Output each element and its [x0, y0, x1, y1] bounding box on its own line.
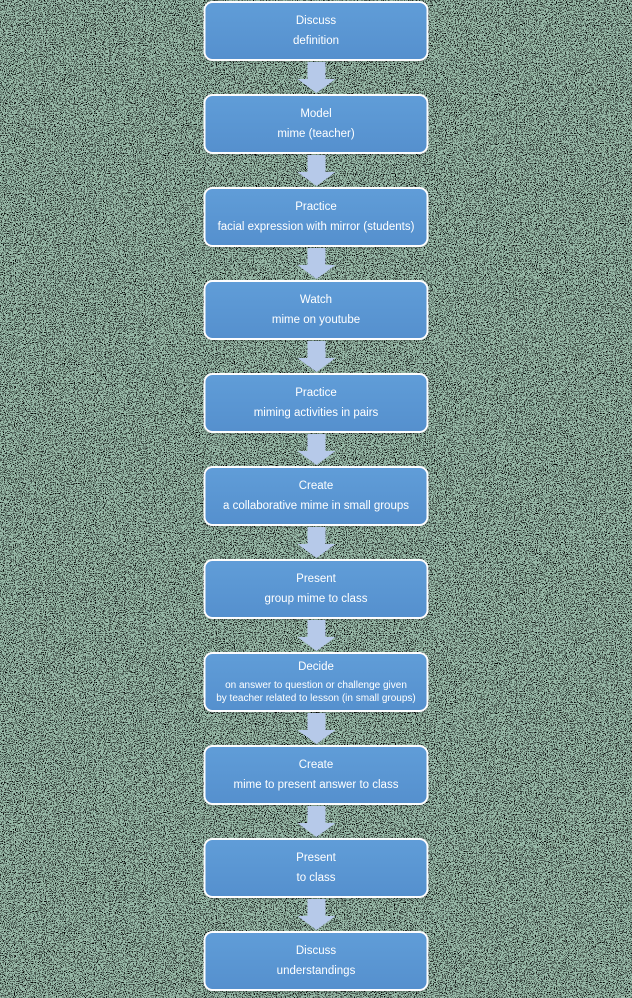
- step-body: miming activities in pairs: [253, 407, 379, 419]
- down-arrow-icon: [297, 527, 335, 558]
- flowchart-step-box: Create a collaborative mime in small gro…: [203, 466, 429, 526]
- down-arrow-icon: [297, 806, 335, 837]
- step-body: group mime to class: [264, 593, 368, 605]
- step-body: facial expression with mirror (students): [217, 221, 415, 233]
- step-heading: Decide: [298, 661, 334, 673]
- step-heading: Create: [298, 759, 334, 771]
- flowchart-step-box: Model mime (teacher): [203, 94, 429, 154]
- step-body: understandings: [276, 965, 356, 977]
- down-arrow-icon: [297, 620, 335, 651]
- step-body: mime (teacher): [277, 128, 355, 140]
- down-arrow-icon: [297, 899, 335, 930]
- flowchart-step-box: Present group mime to class: [203, 559, 429, 619]
- step-heading: Practice: [295, 387, 337, 399]
- step-heading: Create: [298, 480, 334, 492]
- down-arrow-icon: [297, 155, 335, 186]
- step-heading: Present: [296, 852, 336, 864]
- flowchart: Discuss definition Model mime (teacher) …: [203, 1, 429, 991]
- step-heading: Model: [300, 108, 332, 120]
- step-body: mime on youtube: [271, 314, 361, 326]
- step-body: on answer to question or challenge given…: [216, 680, 416, 704]
- down-arrow-icon: [297, 341, 335, 372]
- flowchart-step-box: Present to class: [203, 838, 429, 898]
- down-arrow-icon: [297, 434, 335, 465]
- step-body: definition: [292, 35, 340, 47]
- down-arrow-icon: [297, 62, 335, 93]
- flowchart-step-box: Practice facial expression with mirror (…: [203, 187, 429, 247]
- flowchart-step-box: Discuss definition: [203, 1, 429, 61]
- down-arrow-icon: [297, 713, 335, 744]
- flowchart-step-box: Create mime to present answer to class: [203, 745, 429, 805]
- step-heading: Practice: [295, 201, 337, 213]
- flowchart-step-box: Decide on answer to question or challeng…: [203, 652, 429, 712]
- step-body: mime to present answer to class: [233, 779, 399, 791]
- down-arrow-icon: [297, 248, 335, 279]
- step-heading: Discuss: [295, 15, 337, 27]
- flowchart-step-box: Practice miming activities in pairs: [203, 373, 429, 433]
- flowchart-step-box: Watch mime on youtube: [203, 280, 429, 340]
- flowchart-step-box: Discuss understandings: [203, 931, 429, 991]
- step-heading: Present: [296, 573, 336, 585]
- step-body: a collaborative mime in small groups: [223, 500, 409, 512]
- step-body: to class: [296, 872, 336, 884]
- step-heading: Discuss: [295, 945, 337, 957]
- step-heading: Watch: [299, 294, 333, 306]
